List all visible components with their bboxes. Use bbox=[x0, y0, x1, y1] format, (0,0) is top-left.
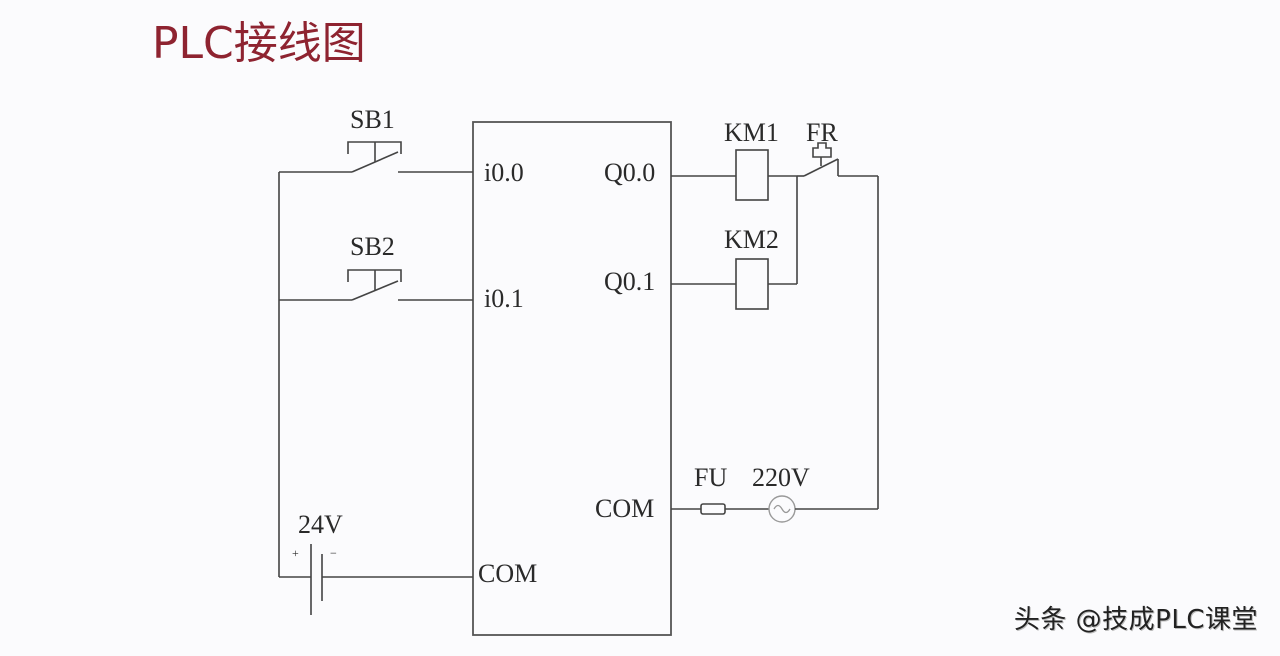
dc-plus-label: + bbox=[292, 546, 299, 560]
fuse-fu bbox=[700, 503, 726, 515]
thermal-relay-fr: FR bbox=[797, 118, 878, 177]
ac-voltage-label: 220V bbox=[752, 463, 810, 492]
plc-module bbox=[472, 121, 672, 636]
output-supply-circuit: FU 220V bbox=[671, 463, 878, 523]
watermark: 头条 @技成PLC课堂 bbox=[1013, 605, 1258, 635]
dc-source-24v: 24V + − bbox=[279, 510, 473, 615]
terminal-i0-0: i0.0 bbox=[484, 158, 524, 187]
terminal-q0-0: Q0.0 bbox=[604, 158, 655, 187]
diagram-title: PLC接线图 bbox=[152, 18, 366, 69]
ac-sine-icon bbox=[773, 504, 791, 514]
contactor-coil-km1: KM1 bbox=[671, 118, 797, 201]
dc-minus-label: − bbox=[330, 546, 337, 560]
terminal-output-com: COM bbox=[595, 494, 654, 523]
contactor-coil-km2: KM2 bbox=[671, 225, 797, 310]
sb2-label: SB2 bbox=[350, 232, 395, 261]
terminal-q0-1: Q0.1 bbox=[604, 267, 655, 296]
sb1-label: SB1 bbox=[350, 105, 395, 134]
terminal-i0-1: i0.1 bbox=[484, 284, 524, 313]
km2-label: KM2 bbox=[724, 225, 779, 254]
pushbutton-sb2: SB2 bbox=[279, 232, 473, 301]
km1-label: KM1 bbox=[724, 118, 779, 147]
pushbutton-sb1: SB1 bbox=[279, 105, 473, 173]
terminal-input-com: COM bbox=[478, 559, 537, 588]
dc-voltage-label: 24V bbox=[298, 510, 343, 539]
fuse-label: FU bbox=[694, 463, 727, 492]
fr-label: FR bbox=[806, 118, 838, 147]
